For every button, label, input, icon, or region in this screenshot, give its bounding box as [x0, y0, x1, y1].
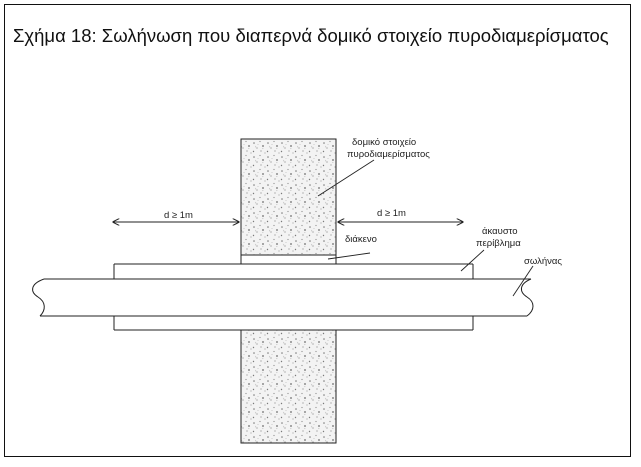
distance-right-label: d ≥ 1m	[377, 208, 406, 219]
distance-left-label: d ≥ 1m	[164, 210, 193, 221]
figure-caption: Σχήμα 18: Σωλήνωση που διαπερνά δομικό σ…	[13, 25, 609, 46]
wall-label-line2: πυροδιαμερίσματος	[347, 149, 430, 160]
wall-label-line1: δομικό στοιχείο	[352, 137, 416, 148]
pipe-label: σωλήνας	[524, 256, 562, 267]
gap-strip	[240, 254, 337, 265]
sleeve-leader-line	[460, 249, 485, 272]
sleeve-label-line2: περίβλημα	[476, 238, 521, 249]
sleeve-label-line1: άκαυστο	[482, 226, 518, 237]
gap-leader-line	[327, 252, 371, 260]
pipe-left-break	[32, 278, 45, 317]
wall-leader-line	[317, 159, 375, 197]
pipe-right-break	[521, 278, 534, 317]
wall-upper	[240, 138, 337, 256]
pipe-leader-line	[512, 265, 534, 297]
gap-label: διάκενο	[345, 234, 377, 245]
wall-lower	[240, 329, 337, 444]
